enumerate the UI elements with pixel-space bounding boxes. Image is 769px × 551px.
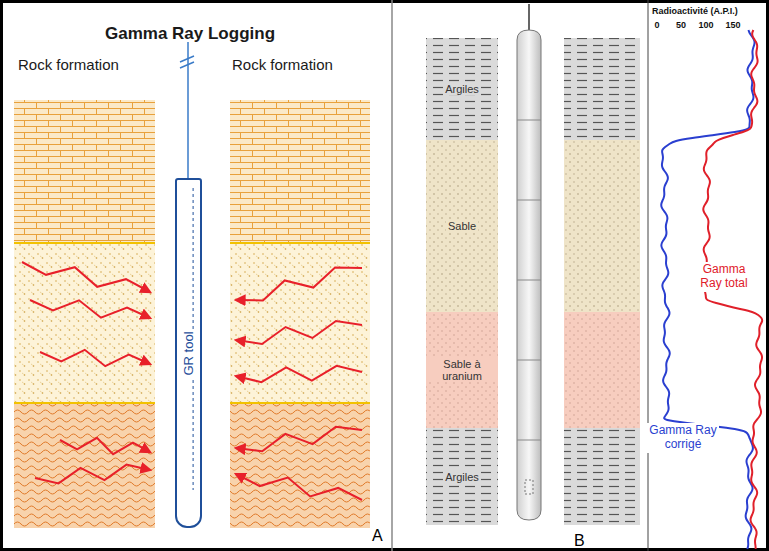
stratum-band: Argiles: [426, 38, 498, 140]
curve-label: Gamma Ray total: [691, 262, 757, 292]
gr-tool: GR tool: [175, 178, 202, 528]
gamma-ray-arrow: [236, 474, 362, 500]
gamma-ray-arrow: [30, 300, 150, 318]
gamma-ray-arrow: [60, 438, 150, 454]
tick-label: 150: [725, 20, 740, 30]
tick-label: 100: [698, 20, 713, 30]
stratum-label: Argiles: [443, 471, 481, 483]
stratum-band: Sable à uranium: [426, 312, 498, 428]
gamma-ray-arrow: [236, 427, 362, 452]
tick-label: 0: [654, 20, 659, 30]
gamma-curves: [661, 30, 762, 549]
gamma-ray-arrow: [236, 268, 362, 301]
strata-a: [14, 100, 370, 528]
tick-label: 50: [676, 20, 686, 30]
formation-label: Rock formation: [232, 56, 333, 73]
cable: [180, 42, 194, 180]
stratum-band: Argiles: [426, 428, 498, 525]
stratum-label: Sable à uranium: [426, 358, 498, 382]
tool-label: GR tool: [181, 329, 196, 377]
gamma-ray-arrow: [236, 321, 362, 344]
panel-letter: A: [372, 527, 383, 545]
title: Gamma Ray Logging: [105, 24, 275, 44]
gamma-ray-arrow: [22, 262, 150, 292]
stratum-band: Sable: [426, 140, 498, 312]
stratum-label: Sable: [446, 220, 478, 232]
stratum-label: Argiles: [443, 83, 481, 95]
gamma-ray-arrow: [40, 350, 150, 366]
axis-title: Radioactivité (A.P.I.): [652, 6, 738, 16]
divider: [391, 0, 393, 551]
log-chart: [648, 0, 649, 551]
formation-label: Rock formation: [18, 56, 119, 73]
gamma-ray-arrow: [35, 465, 150, 484]
gamma-ray-arrow: [236, 366, 362, 382]
logging-tool: [517, 4, 541, 520]
curve-label: Gamma Ray corrigé: [647, 423, 719, 453]
panel-letter: B: [574, 532, 585, 550]
